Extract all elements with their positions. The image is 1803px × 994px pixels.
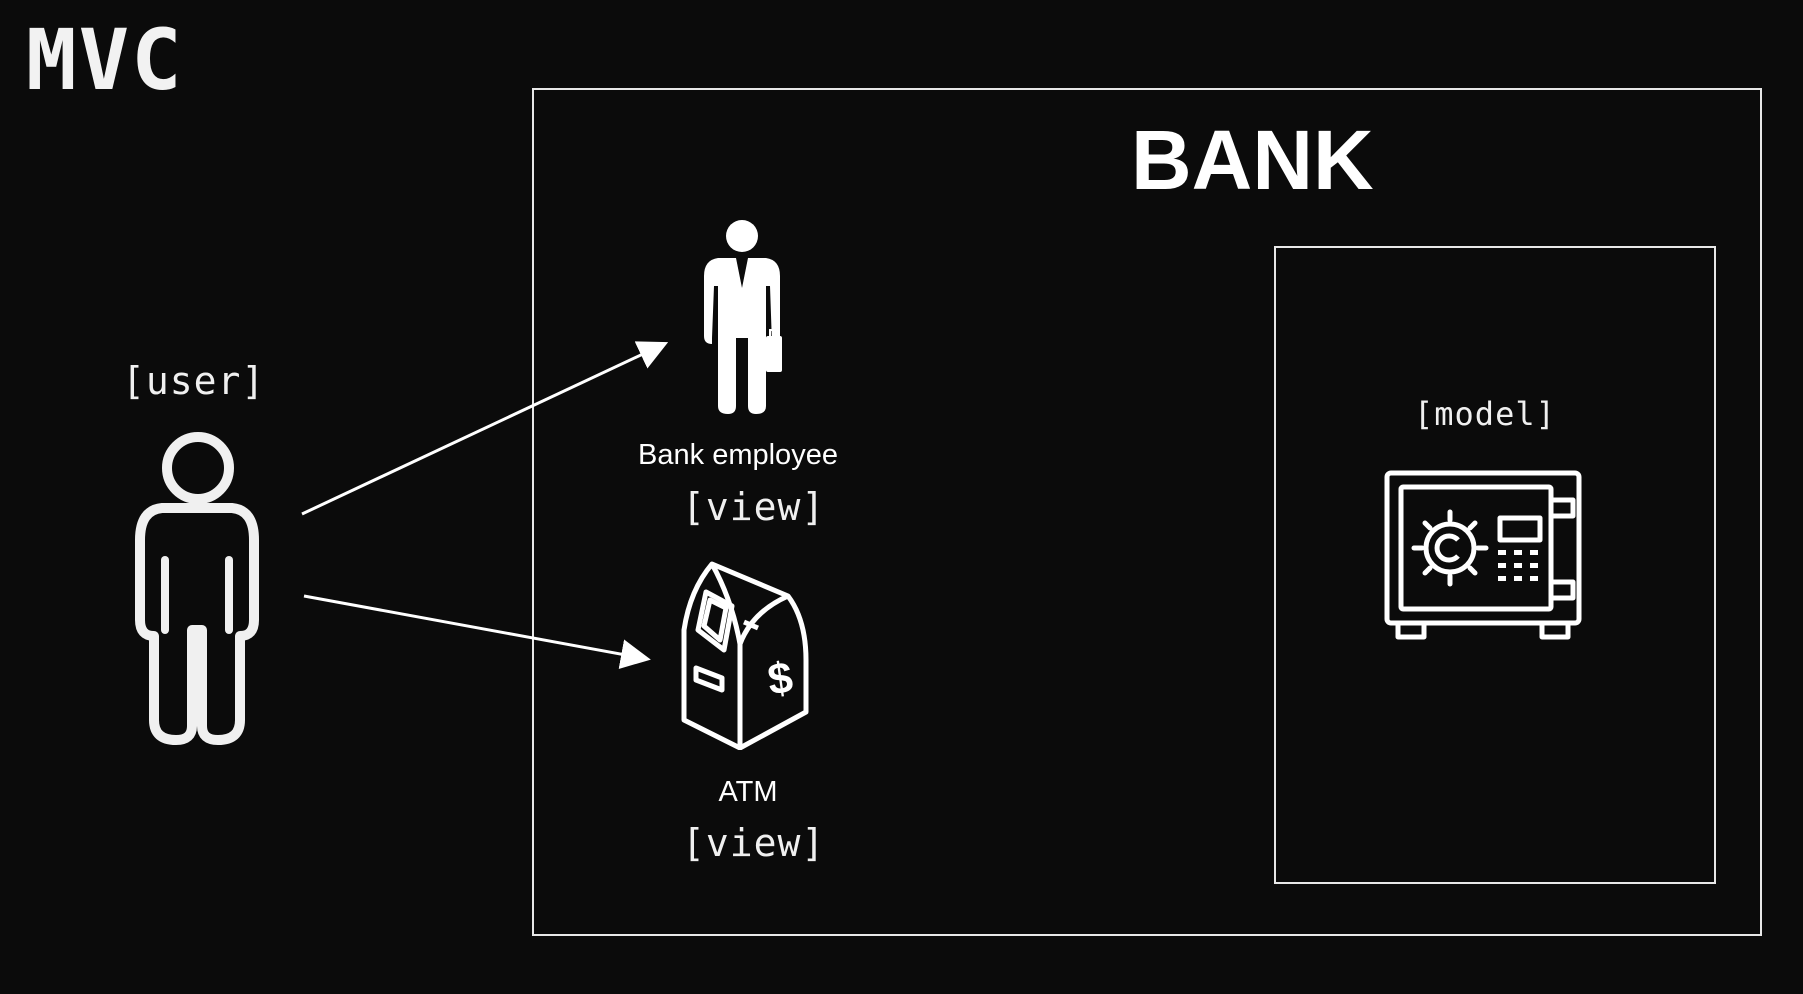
bank-employee-label: Bank employee	[638, 439, 838, 471]
arrow-user-to-atm	[303, 594, 651, 669]
arrow-user-to-employee	[301, 341, 669, 516]
safe-icon	[1384, 470, 1582, 640]
svg-text:$: $	[765, 653, 796, 705]
atm-label: ATM	[718, 776, 778, 808]
user-icon	[135, 432, 259, 745]
bank-title: BANK	[1131, 113, 1374, 207]
model-container	[1274, 246, 1716, 884]
atm-icon: $	[681, 561, 809, 750]
bank-employee-icon	[704, 220, 782, 414]
bank-employee-role: [view]	[682, 485, 826, 529]
bank-container	[532, 88, 1762, 936]
model-label: [model]	[1414, 395, 1556, 433]
atm-role: [view]	[682, 821, 826, 865]
page-title: MVC	[26, 11, 184, 109]
user-label: [user]	[122, 359, 266, 403]
